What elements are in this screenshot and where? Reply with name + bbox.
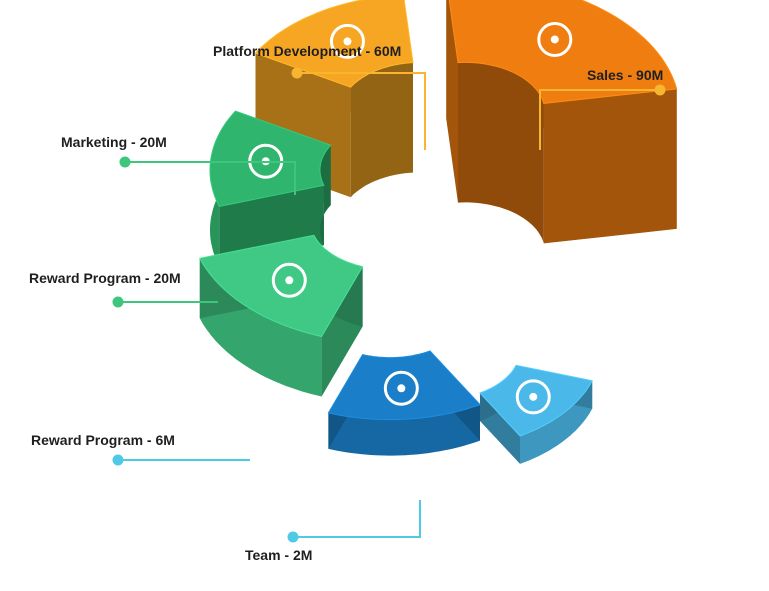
money-icon xyxy=(537,21,573,57)
leader-dot-sales-0 xyxy=(654,84,666,96)
leader-line-platform-development-1 xyxy=(297,72,426,150)
segment-inner-platform-development-1 xyxy=(350,62,413,198)
leader-line-marketing-2 xyxy=(125,161,296,195)
segment-side-reward-program-4 xyxy=(328,404,480,456)
label-team: Team - 2M xyxy=(245,547,313,563)
segment-top-reward-program-4 xyxy=(327,350,481,421)
clock-icon xyxy=(271,262,307,298)
label-marketing: Marketing - 20M xyxy=(61,134,167,150)
leader-dot-platform-development-1 xyxy=(291,67,303,79)
label-platform-development: Platform Development - 60M xyxy=(213,43,402,59)
segment-top-platform-development-1 xyxy=(254,0,414,88)
segment-cap-sales-0-0 xyxy=(446,0,458,203)
leader-dot-team-5 xyxy=(287,531,299,543)
label-reward-program-20m: Reward Program - 20M xyxy=(29,270,181,286)
pencil-icon xyxy=(329,23,365,59)
segment-top-reward-program-3 xyxy=(199,234,364,338)
segment-inner-sales-0 xyxy=(458,62,544,244)
segment-inner-marketing-2 xyxy=(320,145,331,246)
segment-side-team-5 xyxy=(520,380,593,464)
label-reward-program-6m: Reward Program - 6M xyxy=(31,432,175,448)
segment-top-team-5 xyxy=(479,364,593,437)
segment-top-marketing-2 xyxy=(209,110,332,207)
leader-line-team-5 xyxy=(293,500,421,538)
leader-dot-marketing-2 xyxy=(119,156,131,168)
segment-cap-sales-0-1 xyxy=(543,88,677,244)
leader-lines xyxy=(112,67,666,543)
label-sales: Sales - 90M xyxy=(587,67,664,83)
leader-line-sales-0 xyxy=(539,89,660,150)
team-icon xyxy=(515,379,551,415)
leader-dot-reward-program-4 xyxy=(112,454,124,466)
leader-dot-reward-program-3 xyxy=(112,296,124,308)
gears-icon xyxy=(383,370,419,406)
segment-side-reward-program-3 xyxy=(199,258,322,397)
